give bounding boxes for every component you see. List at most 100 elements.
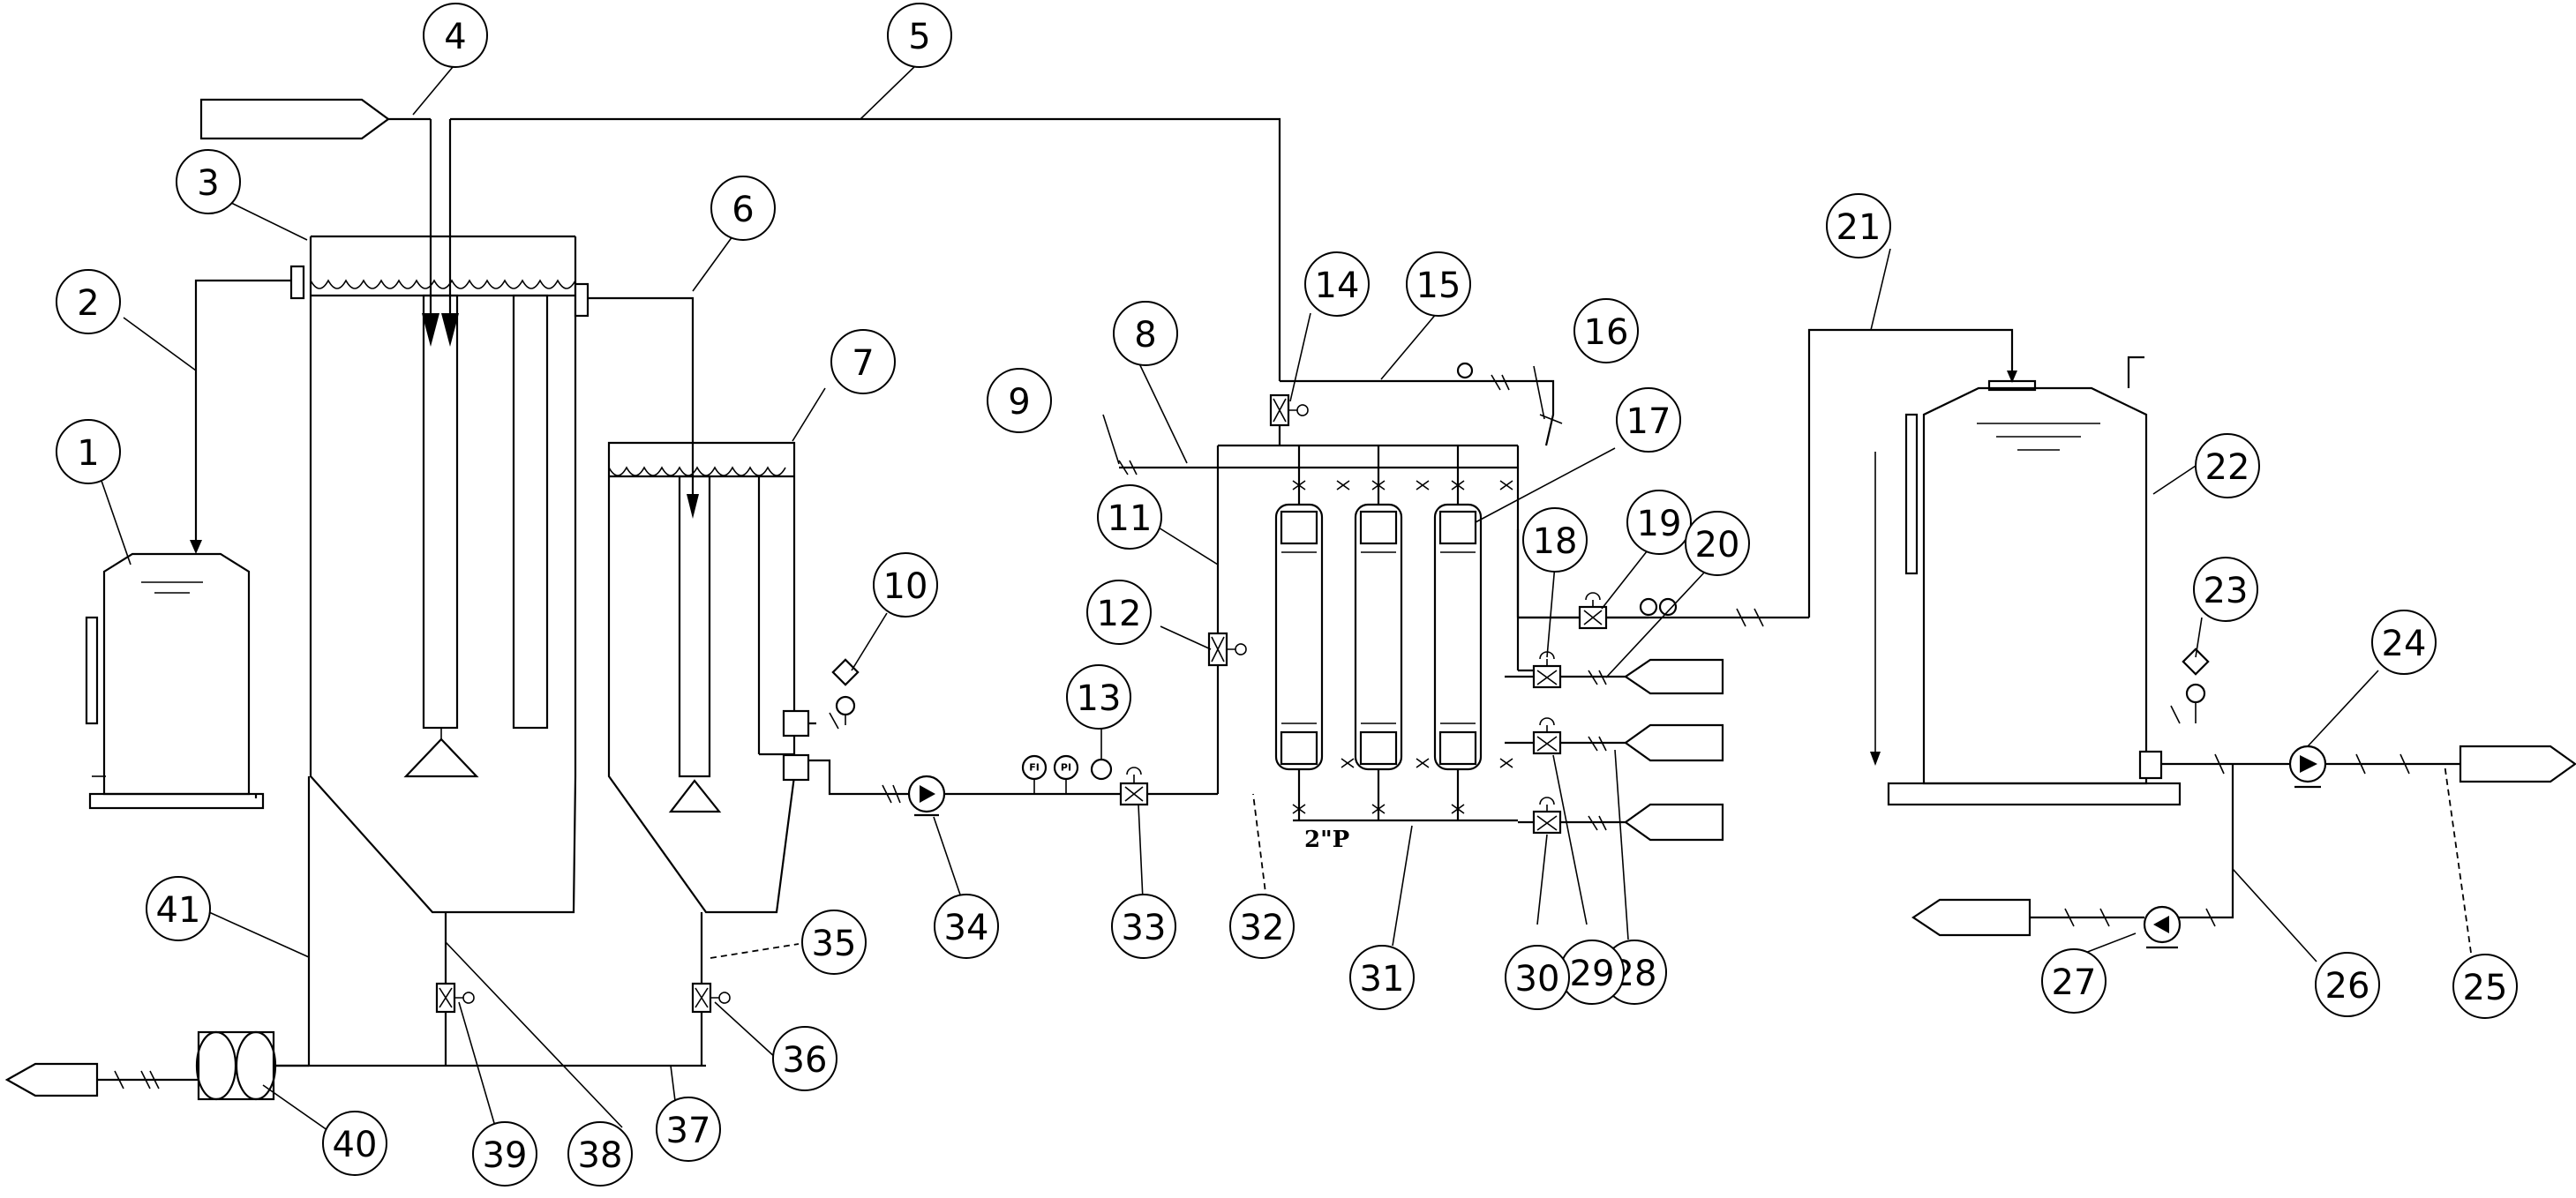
callout-31: 31 — [1349, 945, 1415, 1010]
callout-circle — [1304, 251, 1370, 317]
callout-number: 25 — [2463, 968, 2508, 1008]
callout-circle — [987, 368, 1052, 433]
callout-number: 7 — [852, 343, 874, 384]
callout-12: 12 — [1086, 580, 1152, 645]
callout-number: 18 — [1533, 521, 1578, 562]
callout-40: 40 — [322, 1111, 387, 1176]
uf-outlet-lines — [1505, 651, 1724, 842]
callout-circle — [322, 1111, 387, 1176]
product-tank — [1870, 356, 2182, 806]
callout-number: 26 — [2325, 966, 2370, 1007]
callout-circle — [2193, 557, 2258, 622]
callout-18: 18 — [1522, 507, 1588, 573]
callout-10: 10 — [873, 552, 938, 618]
callout-number: 30 — [1515, 959, 1560, 1000]
callout-circle — [772, 1026, 837, 1091]
callout-circle — [423, 3, 488, 68]
callout-number: 9 — [1008, 382, 1030, 423]
callout-8: 8 — [1113, 301, 1178, 366]
callout-circle — [176, 149, 241, 214]
callout-4: 4 — [423, 3, 488, 68]
callout-41: 41 — [146, 876, 211, 941]
callout-7: 7 — [830, 329, 896, 394]
callout-11: 11 — [1097, 484, 1162, 550]
callout-33: 33 — [1111, 894, 1176, 959]
callout-5: 5 — [887, 3, 952, 68]
callout-circle — [801, 910, 867, 975]
callout-circle — [1505, 945, 1570, 1010]
callout-2: 2 — [56, 269, 121, 334]
callout-number: 35 — [812, 924, 857, 964]
callout-circle — [2041, 948, 2107, 1014]
pressure-indicator-tag: PI — [1061, 762, 1071, 774]
callout-6: 6 — [710, 176, 776, 241]
callout-34: 34 — [934, 894, 999, 959]
callout-circle — [472, 1121, 537, 1187]
feed-pump-line: FI PI — [782, 709, 1218, 817]
concentrate-line — [1269, 362, 1563, 446]
callout-number: 1 — [77, 433, 99, 474]
callout-circle — [873, 552, 938, 618]
callout-number: 4 — [444, 17, 466, 57]
callout-number: 2 — [77, 283, 99, 324]
callout-number: 33 — [1122, 908, 1167, 948]
reactor-tank — [289, 235, 590, 914]
callout-16: 16 — [1573, 298, 1639, 363]
callout-circle — [1066, 664, 1131, 730]
callout-24: 24 — [2371, 610, 2437, 675]
callout-circle — [1616, 387, 1681, 453]
callout-circle — [1573, 298, 1639, 363]
callout-32: 32 — [1229, 894, 1295, 959]
callout-number: 39 — [483, 1135, 528, 1176]
callout-circle — [2452, 954, 2518, 1019]
callout-circle — [1097, 484, 1162, 550]
callout-37: 37 — [656, 1097, 721, 1162]
callout-38: 38 — [567, 1121, 633, 1187]
callout-circle — [1086, 580, 1152, 645]
settling-tank — [607, 441, 796, 914]
callout-circle — [934, 894, 999, 959]
callout-35: 35 — [801, 910, 867, 975]
callout-number: 29 — [1570, 954, 1615, 994]
callout-circle — [1349, 945, 1415, 1010]
callout-14: 14 — [1304, 251, 1370, 317]
callout-number: 10 — [883, 566, 928, 607]
uf-membrane-rack: 2"P — [1118, 444, 1648, 853]
callout-circle — [1522, 507, 1588, 573]
callout-29: 29 — [1559, 940, 1625, 1005]
callout-13: 13 — [1066, 664, 1131, 730]
callout-leaders — [101, 61, 2472, 1148]
callout-number: 12 — [1097, 594, 1142, 634]
callout-number: 11 — [1108, 498, 1153, 539]
callout-number: 27 — [2052, 962, 2097, 1003]
callout-number: 41 — [156, 890, 201, 931]
callout-circle — [1113, 301, 1178, 366]
callout-number: 8 — [1134, 315, 1156, 356]
callout-3: 3 — [176, 149, 241, 214]
callout-19: 19 — [1626, 490, 1692, 555]
return-line — [450, 117, 1281, 381]
callout-number: 31 — [1360, 959, 1405, 1000]
callout-circle — [710, 176, 776, 241]
callout-21: 21 — [1826, 193, 1891, 258]
line-tank-to-reactor — [190, 279, 291, 554]
callout-20: 20 — [1685, 511, 1750, 576]
pipe-size-label: 2"P — [1304, 827, 1349, 853]
callout-circle — [887, 3, 952, 68]
callout-circle — [656, 1097, 721, 1162]
callout-number: 34 — [944, 908, 989, 948]
callout-circle — [1685, 511, 1750, 576]
callout-number: 15 — [1416, 266, 1461, 306]
uf-module-2 — [1354, 446, 1403, 820]
callout-circle — [830, 329, 896, 394]
callout-27: 27 — [2041, 948, 2107, 1014]
callout-number: 24 — [2382, 624, 2427, 664]
callout-circle — [56, 419, 121, 484]
callout-circle — [1406, 251, 1471, 317]
callout-number: 32 — [1240, 908, 1285, 948]
callout-number: 37 — [666, 1111, 711, 1151]
uf-module-3 — [1433, 446, 1483, 820]
uf-module-1 — [1274, 446, 1324, 820]
